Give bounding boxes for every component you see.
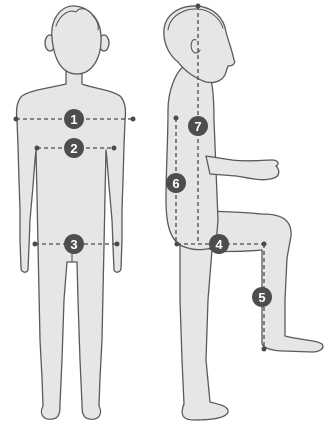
badge-7: 7 — [188, 116, 208, 136]
badge-2: 2 — [64, 138, 84, 158]
measure-endpoint — [112, 146, 117, 151]
measure-endpoint — [115, 242, 120, 247]
badge-6: 6 — [166, 173, 186, 193]
measure-endpoint — [131, 117, 136, 122]
side-view-figure — [164, 6, 323, 420]
measure-endpoint — [175, 242, 180, 247]
badge-2-label: 2 — [70, 141, 77, 156]
badge-5: 5 — [252, 287, 272, 307]
badge-3: 3 — [64, 234, 84, 254]
badge-1-label: 1 — [70, 112, 77, 127]
measure-endpoint — [262, 347, 267, 352]
badge-3-label: 3 — [70, 237, 77, 252]
badge-4: 4 — [209, 234, 229, 254]
badge-1: 1 — [64, 109, 84, 129]
measure-endpoint — [14, 117, 19, 122]
badge-5-label: 5 — [258, 290, 265, 305]
side-standing-leg — [180, 236, 228, 420]
badge-7-label: 7 — [194, 119, 201, 134]
measure-endpoint — [196, 4, 201, 9]
badge-4-label: 4 — [215, 237, 223, 252]
measure-endpoint — [35, 146, 40, 151]
measure-endpoint — [174, 116, 179, 121]
side-extended-arm — [206, 156, 279, 180]
badge-6-label: 6 — [172, 176, 179, 191]
front-view-figure — [17, 6, 126, 419]
measure-endpoint — [33, 242, 38, 247]
